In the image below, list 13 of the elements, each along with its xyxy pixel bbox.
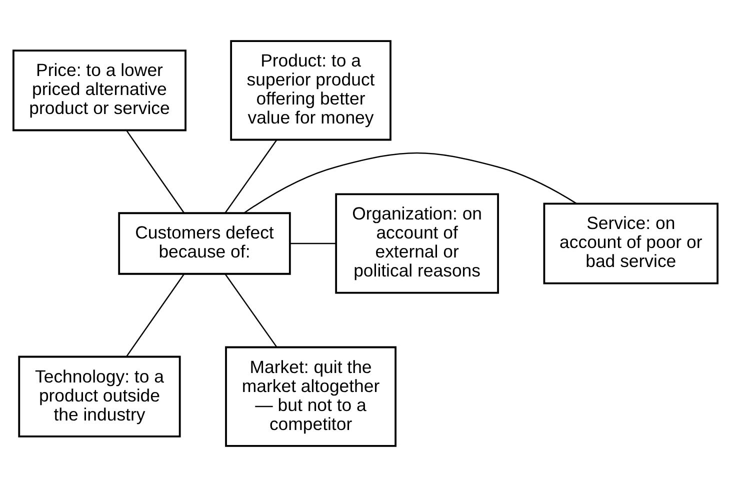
connector <box>126 130 185 213</box>
node-box: Service: on account of poor or bad service <box>543 202 718 284</box>
node-box: Technology: to a product outside the industry <box>18 355 181 437</box>
node-box: Price: to a lower priced alternative product or service <box>12 49 186 131</box>
connector <box>244 152 577 214</box>
connector <box>290 242 336 244</box>
node-box: Organization: on account of external or political reasons <box>335 192 499 294</box>
node-box: Product: to a superior product offering better value for money <box>230 40 392 140</box>
connector <box>126 273 185 356</box>
connector <box>224 139 278 213</box>
node-box: Customers defect because of: <box>118 212 291 274</box>
node-box: Market: quit the market altogether — but not to a competitor <box>225 346 396 446</box>
connector <box>224 273 278 347</box>
